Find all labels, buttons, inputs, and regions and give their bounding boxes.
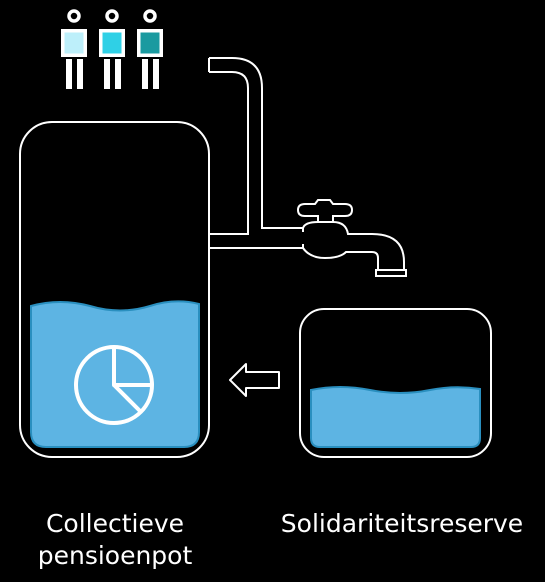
person-icon-1 [61, 9, 87, 89]
pie-chart-icon [74, 345, 154, 425]
pipe-icon [208, 57, 304, 249]
pension-pot-label-line1: Collectieve [45, 509, 185, 538]
pension-pot-tank [19, 121, 210, 458]
arrow-left-icon [229, 363, 280, 397]
pension-pot-outline [19, 121, 210, 458]
person-icon-2 [99, 9, 125, 89]
solidarity-reserve-outline [299, 308, 492, 458]
solidarity-reserve-liquid [310, 386, 481, 448]
solidarity-reserve-tank [299, 308, 492, 458]
pension-pot-label: Collectieve pensioenpot [20, 508, 210, 572]
person-icon-3 [137, 9, 163, 89]
solidarity-reserve-label: Solidariteitsreserve [280, 509, 524, 538]
tap-icon [296, 199, 407, 277]
people-icon [61, 9, 163, 89]
pension-pot-label-line2: pensioenpot [37, 541, 193, 570]
